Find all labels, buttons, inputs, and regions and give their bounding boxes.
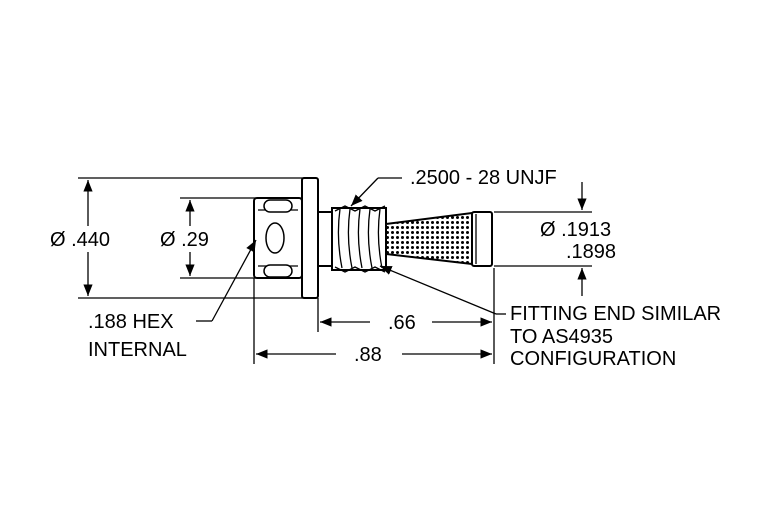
threaded-section [331,205,387,273]
overall-length-dimension: .88 [253,278,492,366]
tip-diameter-max-label: Ø .1913 [540,219,611,241]
fitting-end-note: FITTING END SIMILAR TO AS4935 CONFIGURAT… [379,265,721,370]
fitting-note-line2: TO AS4935 [510,326,613,348]
thread-spec-label: .2500 - 28 UNJF [410,167,557,189]
hex-internal-callout: .188 HEX INTERNAL [88,239,257,361]
fitting-note-line1: FITTING END SIMILAR [510,303,721,325]
flange-diameter-dimension: Ø .440 [50,177,304,299]
tip-diameter-dimension: Ø .1913 .1898 [494,182,616,296]
neck [317,211,333,267]
overall-length-label: .88 [354,344,382,366]
hex-internal-label-line2: INTERNAL [88,339,187,361]
thread-length-label: .66 [388,312,416,334]
fitting-part [253,177,493,299]
hex-diameter-dimension: Ø .29 [160,197,256,279]
tip-diameter-min-label: .1898 [566,241,616,263]
hex-head [253,197,303,279]
flange [301,177,319,299]
tip-end [471,211,493,267]
mesh-taper [385,211,473,266]
fitting-note-line3: CONFIGURATION [510,348,676,370]
hex-diameter-label: Ø .29 [160,229,209,251]
thread-callout: .2500 - 28 UNJF [350,167,557,207]
hex-internal-label-line1: .188 HEX [88,311,174,333]
thread-length-dimension: .66 [317,268,495,364]
flange-diameter-label: Ø .440 [50,229,110,251]
